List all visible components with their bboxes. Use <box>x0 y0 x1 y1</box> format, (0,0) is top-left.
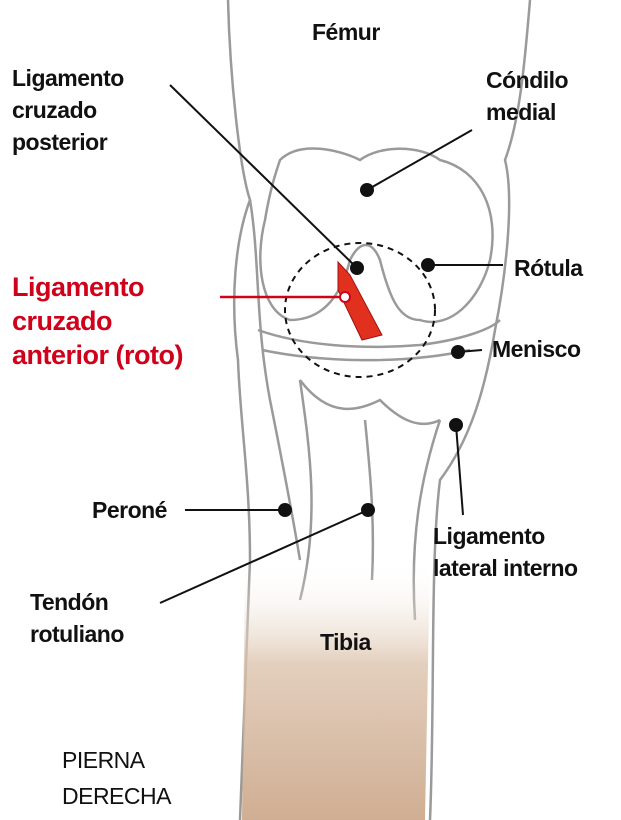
label-fibula: Peroné <box>92 497 167 523</box>
label-patella: Rótula <box>514 255 583 281</box>
acl-marker-dot <box>339 291 351 303</box>
label-femur: Fémur <box>312 19 380 45</box>
marker-dots <box>278 183 465 517</box>
label-line: Ligamento <box>12 65 124 91</box>
label-line: Ligamento <box>12 272 145 302</box>
leg-outline <box>226 0 532 820</box>
leader-lines <box>159 84 503 604</box>
label-medial-condyle: Cóndilo medial <box>486 64 569 128</box>
label-medial-collateral-ligament: Ligamento lateral interno <box>433 520 578 584</box>
label-line: rotuliano <box>30 621 124 647</box>
label-line: cruzado <box>12 97 97 123</box>
label-posterior-cruciate-ligament: Ligamento cruzado posterior <box>12 62 124 158</box>
label-line: Ligamento <box>433 523 545 549</box>
label-anterior-cruciate-ligament: Ligamento cruzado anterior (roto) <box>12 270 184 372</box>
label-tibia: Tibia <box>320 629 371 655</box>
label-meniscus: Menisco <box>492 336 581 362</box>
label-line: Tendón <box>30 589 109 615</box>
label-line: lateral interno <box>433 555 578 581</box>
label-line: Cóndilo <box>486 67 569 93</box>
label-right-leg: PIERNA DERECHA <box>62 742 171 814</box>
torn-acl-ligament <box>337 260 383 341</box>
muscle-shading <box>242 560 430 820</box>
label-line: anterior (roto) <box>12 340 184 370</box>
label-line: DERECHA <box>62 783 171 809</box>
label-line: cruzado <box>12 306 113 336</box>
zoom-area-outline <box>284 242 436 378</box>
label-line: medial <box>486 99 556 125</box>
label-line: PIERNA <box>62 747 145 773</box>
label-line: posterior <box>12 129 108 155</box>
label-patellar-tendon: Tendón rotuliano <box>30 586 124 650</box>
